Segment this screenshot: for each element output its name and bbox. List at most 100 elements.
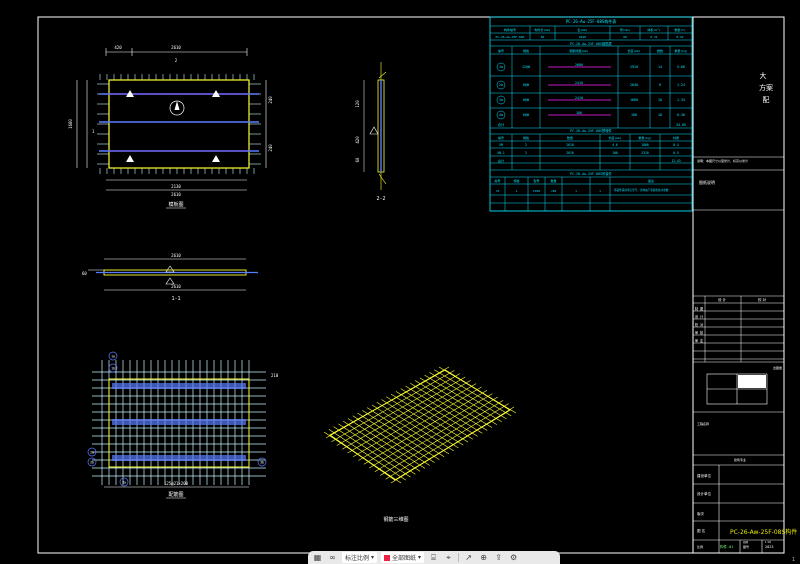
table3-cell: 2310	[641, 151, 649, 155]
table2-cell: 6	[659, 83, 661, 87]
red-square-icon	[384, 554, 391, 561]
footer-label-scale: 比例	[697, 544, 703, 549]
rebar-bubble	[108, 351, 118, 361]
table2-cell: 2910	[630, 65, 638, 69]
table3-cell: 2610	[566, 151, 574, 155]
table3-cell: XM	[499, 143, 503, 147]
table1-header: 构件长(mm)	[534, 27, 550, 32]
table1-cell: 60	[541, 35, 545, 39]
company-char-1: 大	[760, 71, 767, 80]
rebar-plan-title: 配筋图	[168, 491, 183, 498]
section-11-dim-length: 2610	[171, 253, 181, 258]
footer-val-sheet: 构件-01	[720, 544, 733, 549]
plan-bottom-dim-total: 2610	[171, 192, 181, 197]
table3-cell: 总计	[498, 158, 504, 163]
section-22-title: 2-2	[376, 196, 385, 202]
table2-total-value: 34.85	[676, 123, 686, 127]
sign-row-label: 制 图	[695, 306, 703, 311]
table4-header: 数量	[550, 178, 556, 183]
plan-section-1-left: 1	[92, 129, 95, 134]
rebar-bubble	[87, 447, 97, 457]
table4-header: 规格	[513, 178, 519, 183]
table2-header: 长度(mm)	[627, 48, 640, 53]
chevron-down-icon-2: ▾	[418, 554, 422, 561]
section-11-dim-bottom: 2610	[171, 284, 181, 289]
table4-cell: 1	[516, 189, 518, 193]
drawing-name-label: 图 名	[697, 528, 705, 533]
stamp-label: 出图章	[773, 365, 782, 370]
table1-cell: 0.52	[676, 35, 683, 39]
rebar-mark-icon	[496, 110, 506, 120]
table2-header: 根数	[657, 48, 663, 53]
rebar-mark-icon	[496, 62, 506, 72]
rebar-bubble	[119, 477, 129, 487]
project-label: 工程名称	[697, 421, 709, 426]
rebar-bubble	[108, 363, 118, 373]
dimension-icon[interactable]: ↗	[465, 553, 472, 562]
table2-cell: 2640	[630, 83, 638, 87]
table2-cell: 3a	[499, 98, 503, 102]
grid-icon[interactable]: ▦	[313, 553, 322, 562]
table1-header: 宽(mm)	[577, 27, 587, 32]
design2-label: 设计单位	[697, 491, 711, 496]
table1-cell: 60	[623, 35, 627, 39]
schedule-tables: PC-26-Aw-25F-08S构件表 构件编号构件长(mm)宽(mm)厚(mm…	[489, 16, 693, 212]
iso-view-title: 钢筋三维图	[383, 516, 408, 523]
plan-view: 420 2610 2 1680 1 240 240 2130 2610	[68, 45, 273, 209]
rebar-mark-icon	[496, 80, 506, 90]
page-indicator: 1	[792, 557, 796, 563]
table3-cell: 0.5	[673, 151, 679, 155]
table2-cell: 1.34	[677, 98, 685, 102]
footer-label-drawno: 图号	[743, 544, 749, 549]
table3-header: 长度(mm)	[608, 135, 621, 140]
title-block: 大 方案 配 说明：本图尺寸以毫米计，标高以米计 图纸说明 设 计 校 对 制 …	[693, 71, 797, 553]
zoom-icon[interactable]: ⊕	[480, 553, 487, 562]
rebar-bubble	[87, 457, 97, 467]
table3-header: 规格	[523, 135, 529, 140]
sign-row-label: 校 对	[695, 322, 704, 327]
annotation-scale-tab[interactable]: 标注比例 ▾	[342, 552, 378, 563]
table1-header: 厚(mm)	[620, 27, 630, 32]
table4-header: 编号	[494, 178, 500, 183]
table4-cell: JX	[496, 189, 500, 193]
scale-label: 版次	[697, 511, 705, 516]
rebar-dim-side: 210	[271, 373, 279, 378]
table4-header: 型号	[533, 178, 539, 183]
table3-header: 数量	[567, 135, 573, 140]
table4-cell: 1	[575, 189, 577, 193]
table3-cell: 0.4	[673, 143, 679, 147]
company-char-2: 方案	[759, 83, 773, 92]
table4-title: PC-26-Aw-25F-08S吊装件	[570, 171, 612, 176]
note-line-1: 说明：本图尺寸以毫米计，标高以米计	[697, 158, 748, 163]
drawing-title: PC-26-Aw-25F-08S构件	[730, 528, 797, 536]
sign-row-label: 设 计	[695, 314, 704, 319]
stamp-specialty: 建筑专业	[734, 457, 746, 462]
bottom-toolbar: ▦ ∞ 标注比例 ▾ 全部图纸 ▾ ⌸ ⌖ ↗ ⊕ ⇪ ⚙	[308, 551, 560, 564]
table2-total-label: 合计	[498, 122, 505, 127]
footer-val-scale: 1:25	[765, 540, 772, 544]
table2-shape-dim: 180	[576, 111, 582, 115]
annotation-scale-label: 标注比例	[345, 555, 370, 562]
plan-left-dim-total: 1680	[68, 119, 73, 129]
table2-header: 重量(kg)	[674, 48, 687, 53]
table4-cell: <28	[551, 189, 557, 193]
layers-icon[interactable]: ⌸	[431, 552, 436, 562]
table4-cell: 1	[599, 189, 601, 193]
table3-cell: 4.6	[612, 143, 618, 147]
share-icon[interactable]: ⇪	[495, 553, 502, 562]
settings-icon[interactable]: ⚙	[509, 553, 518, 562]
design-label: 建设单位	[697, 473, 711, 478]
section-11-dim-thickness: 60	[82, 271, 87, 276]
ruler-icon[interactable]: ⌖	[446, 552, 451, 562]
all-drawings-tab[interactable]: 全部图纸 ▾	[381, 552, 425, 563]
binoculars-icon[interactable]: ∞	[329, 553, 336, 562]
table2-cell: 18	[658, 113, 662, 117]
table2-header: 钢筋简图(mm)	[569, 48, 588, 53]
chevron-down-icon: ▾	[371, 554, 375, 561]
table1-cell: PC-26-Aw-25F-08S	[496, 35, 525, 39]
section-22-dim-1: 120	[355, 100, 360, 108]
plan-bottom-dim-mid: 2130	[171, 184, 181, 189]
